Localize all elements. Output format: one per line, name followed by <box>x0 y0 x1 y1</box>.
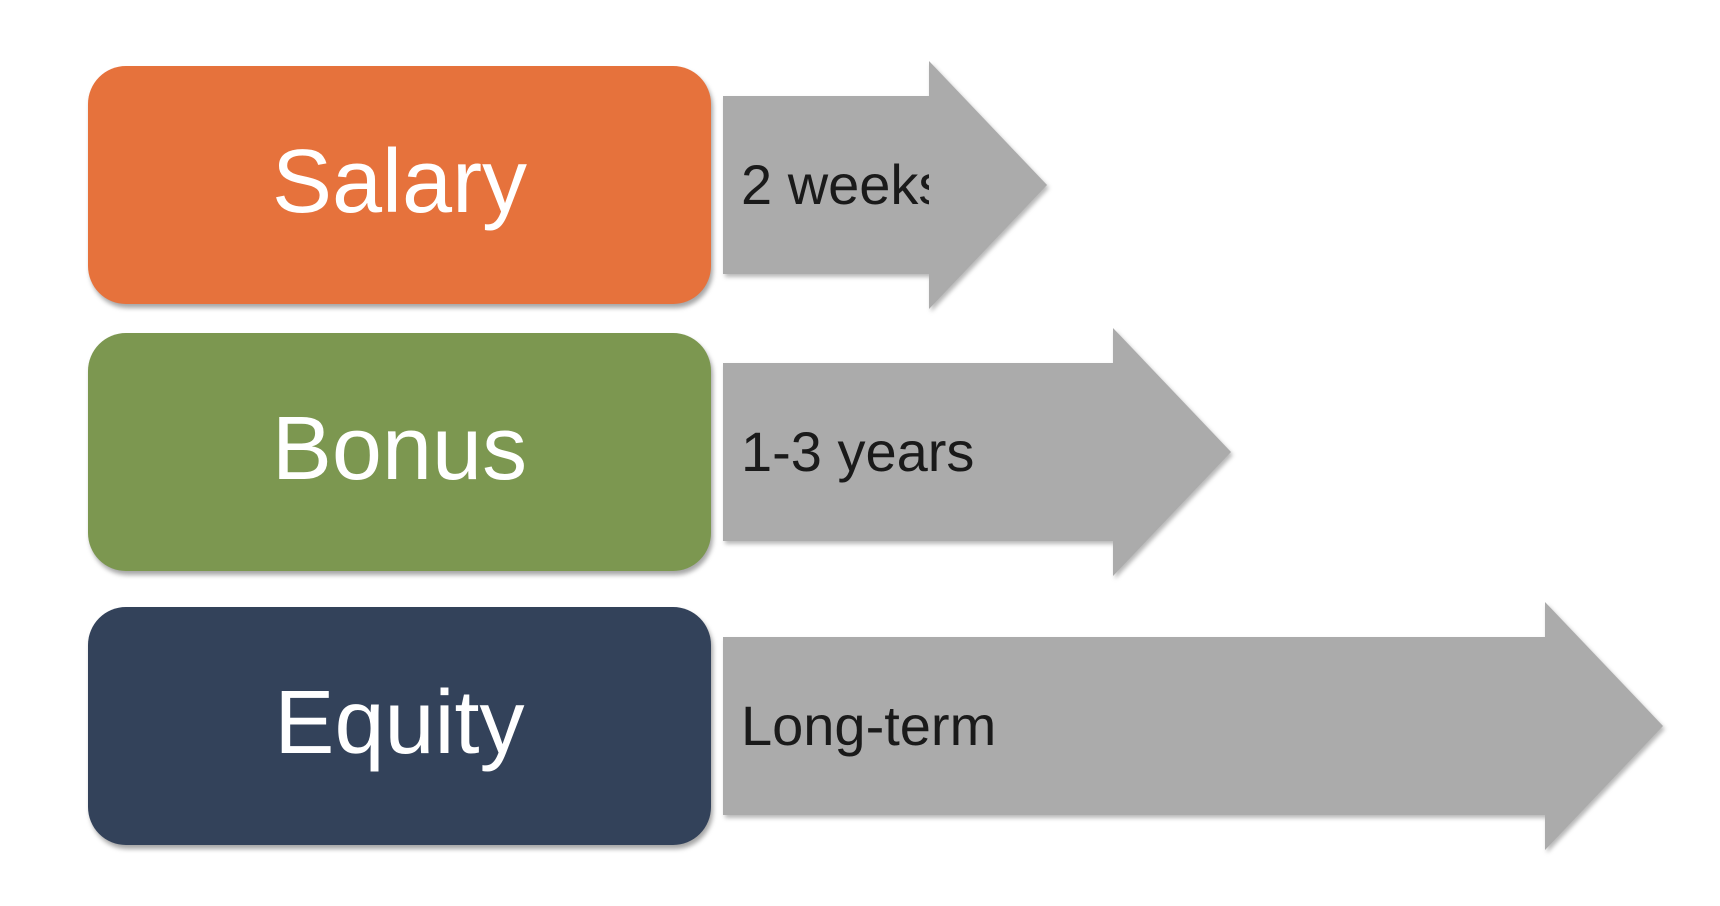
bonus-arrow-head-icon <box>1113 328 1231 576</box>
equity-duration-label: Long-term <box>741 694 997 757</box>
equity-label: Equity <box>274 673 525 773</box>
bonus-label: Bonus <box>271 399 528 499</box>
bonus-row: Bonus 1-3 years <box>88 328 1231 576</box>
salary-arrow-head-icon <box>929 61 1047 309</box>
bonus-duration-arrow: 1-3 years <box>723 328 1231 576</box>
salary-duration-arrow: 2 weeks <box>723 61 1047 309</box>
equity-box: Equity <box>88 607 711 845</box>
salary-box: Salary <box>88 66 711 304</box>
equity-row: Equity Long-term <box>88 602 1663 850</box>
salary-duration-label: 2 weeks <box>741 153 947 216</box>
bonus-arrow-body: 1-3 years <box>723 363 1113 541</box>
equity-arrow-head-icon <box>1545 602 1663 850</box>
bonus-duration-label: 1-3 years <box>741 420 975 483</box>
salary-arrow-body: 2 weeks <box>723 96 946 274</box>
salary-label: Salary <box>271 132 528 232</box>
equity-duration-arrow: Long-term <box>723 602 1663 850</box>
equity-arrow-body: Long-term <box>723 637 1545 815</box>
salary-row: Salary 2 weeks <box>88 61 1047 309</box>
bonus-box: Bonus <box>88 333 711 571</box>
